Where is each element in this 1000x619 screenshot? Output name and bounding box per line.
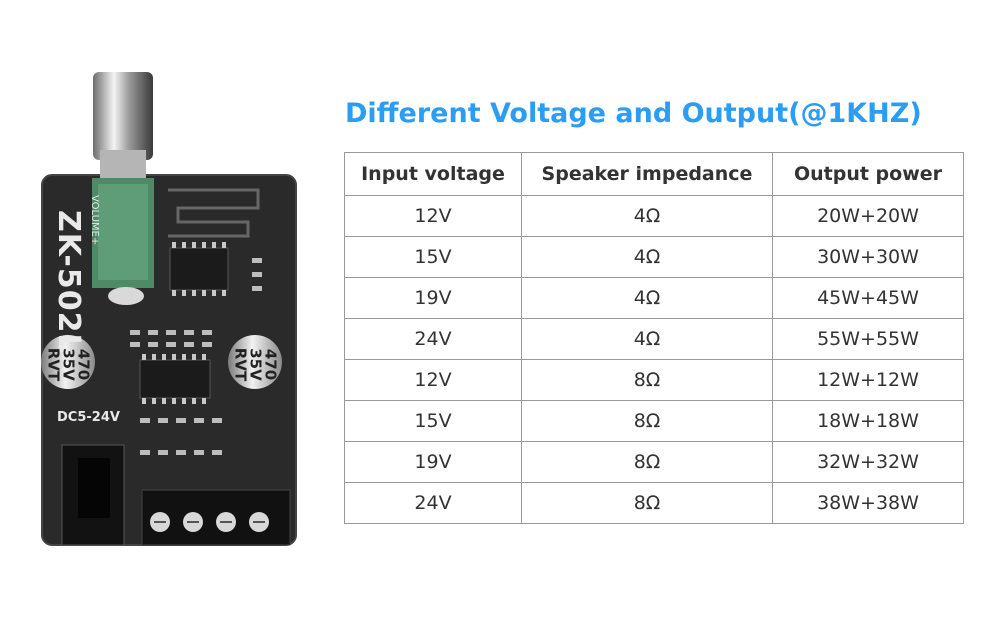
cell-input-voltage: 24V bbox=[344, 318, 522, 360]
cell-input-voltage: 12V bbox=[344, 359, 522, 401]
board-graphic bbox=[41, 72, 297, 546]
header-input-voltage: Input voltage bbox=[344, 152, 522, 196]
volume-label: VOLUME+ bbox=[89, 195, 100, 246]
cell-input-voltage: 19V bbox=[344, 441, 522, 483]
cell-speaker-impedance: 4Ω bbox=[521, 236, 773, 278]
cell-output-power: 55W+55W bbox=[772, 318, 964, 360]
amp-chip bbox=[139, 359, 211, 399]
table-row: 24V 4Ω 55W+55W bbox=[344, 318, 964, 360]
cell-input-voltage: 24V bbox=[344, 482, 522, 524]
cell-speaker-impedance: 4Ω bbox=[521, 318, 773, 360]
model-label: ZK-502L bbox=[51, 210, 86, 354]
cell-input-voltage: 19V bbox=[344, 277, 522, 319]
table-row: 19V 8Ω 32W+32W bbox=[344, 441, 964, 483]
header-output-power: Output power bbox=[772, 152, 964, 196]
table-row: 12V 8Ω 12W+12W bbox=[344, 359, 964, 401]
capacitor-right-text: 470 35V RVT bbox=[231, 347, 280, 382]
cell-input-voltage: 15V bbox=[344, 400, 522, 442]
table-row: 15V 8Ω 18W+18W bbox=[344, 400, 964, 442]
table-row: 12V 4Ω 20W+20W bbox=[344, 195, 964, 237]
capacitor-left bbox=[41, 335, 95, 389]
capacitor-right bbox=[228, 335, 282, 389]
output-spec-table: Input voltage Speaker impedance Output p… bbox=[344, 152, 964, 524]
antenna-trace bbox=[168, 188, 260, 238]
cell-speaker-impedance: 4Ω bbox=[521, 195, 773, 237]
capacitor-left-text: 470 35V RVT bbox=[44, 347, 93, 382]
cell-speaker-impedance: 4Ω bbox=[521, 277, 773, 319]
cell-speaker-impedance: 8Ω bbox=[521, 359, 773, 401]
cell-output-power: 45W+45W bbox=[772, 277, 964, 319]
chip bbox=[169, 247, 229, 291]
table-row: 15V 4Ω 30W+30W bbox=[344, 236, 964, 278]
header-speaker-impedance: Speaker impedance bbox=[521, 152, 773, 196]
cell-speaker-impedance: 8Ω bbox=[521, 400, 773, 442]
page-title: Different Voltage and Output(@1KHZ) bbox=[345, 98, 922, 129]
cell-input-voltage: 12V bbox=[344, 195, 522, 237]
cell-output-power: 38W+38W bbox=[772, 482, 964, 524]
cell-output-power: 30W+30W bbox=[772, 236, 964, 278]
cell-output-power: 12W+12W bbox=[772, 359, 964, 401]
table-header-row: Input voltage Speaker impedance Output p… bbox=[344, 152, 964, 196]
crystal bbox=[108, 287, 144, 305]
cell-speaker-impedance: 8Ω bbox=[521, 441, 773, 483]
table-row: 19V 4Ω 45W+45W bbox=[344, 277, 964, 319]
volume-knob bbox=[93, 72, 153, 160]
cell-speaker-impedance: 8Ω bbox=[521, 482, 773, 524]
cell-output-power: 18W+18W bbox=[772, 400, 964, 442]
table-row: 24V 8Ω 38W+38W bbox=[344, 482, 964, 524]
cell-output-power: 20W+20W bbox=[772, 195, 964, 237]
supply-label: DC5-24V bbox=[57, 410, 120, 425]
cell-output-power: 32W+32W bbox=[772, 441, 964, 483]
amplifier-board-image: VOLUME+ ZK-502L DC5-24V 470 35V RVT 470 … bbox=[0, 0, 330, 619]
cell-input-voltage: 15V bbox=[344, 236, 522, 278]
